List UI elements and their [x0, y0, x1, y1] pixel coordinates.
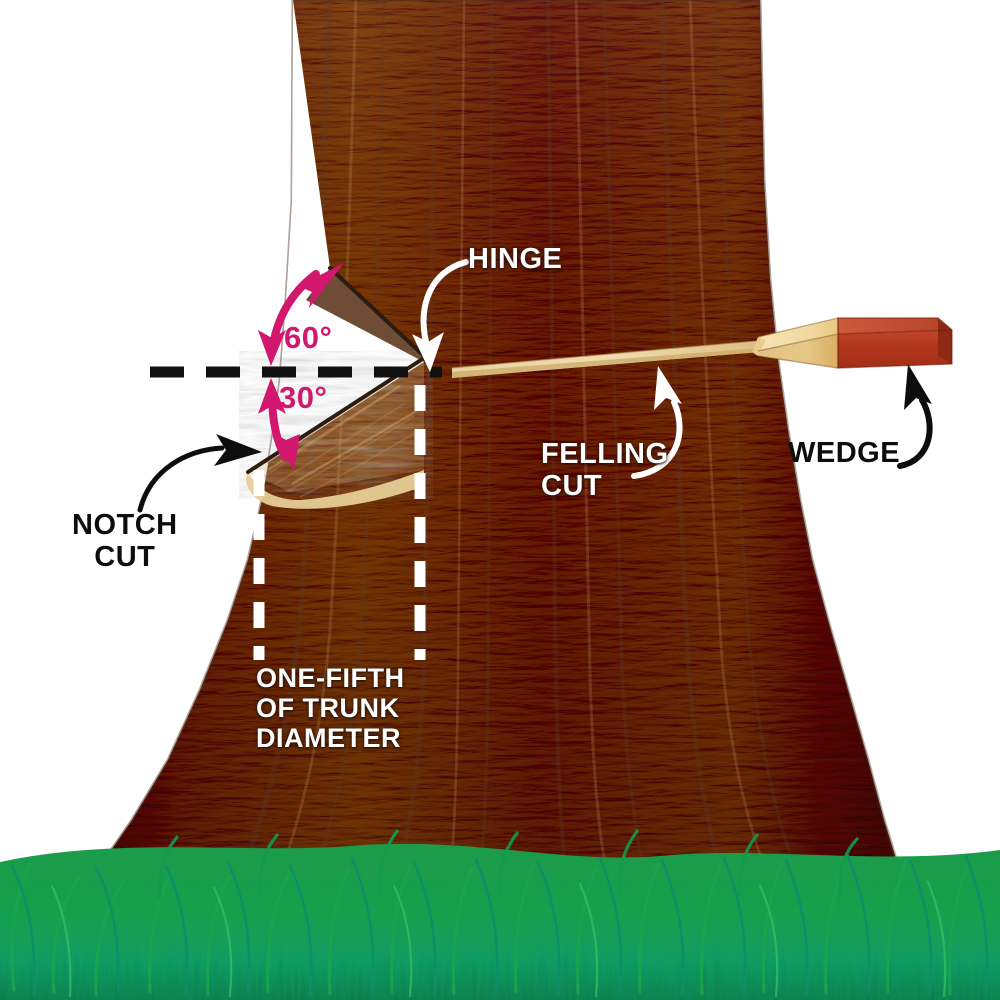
angle-arc-arrowheads — [258, 263, 344, 470]
wedge-tan-body — [758, 318, 838, 351]
notch-depth-measure-lines — [253, 385, 426, 660]
wedge-leader-arrow — [897, 364, 933, 469]
wedge — [752, 317, 953, 369]
grass-ground — [0, 829, 1000, 1000]
notch-cut-leader-arrow — [137, 434, 262, 513]
tree-trunk-bark — [93, 0, 903, 874]
wedge-red-head — [838, 318, 952, 334]
felling-cut-leader-arrow — [631, 366, 683, 479]
felling-cut-kerf — [451, 339, 769, 378]
hinge-leader-arrow — [412, 259, 469, 372]
